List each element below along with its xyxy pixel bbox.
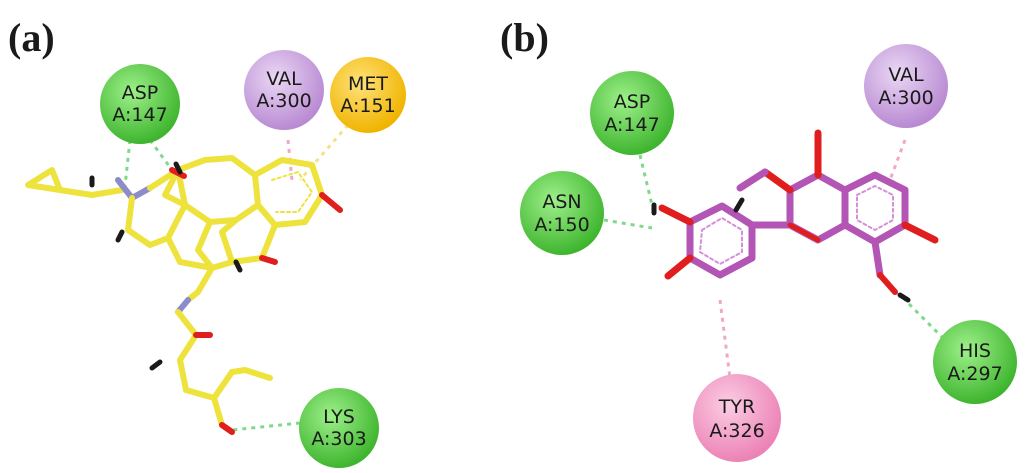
- residue-group: ASP A:147 VAL A:300 MET A:151 LYS A:303 …: [100, 44, 1017, 468]
- residue-name: ASN: [542, 191, 581, 213]
- residue-name: HIS: [959, 340, 991, 362]
- residue-a-val300[interactable]: VAL A:300: [244, 50, 324, 130]
- residue-b-asn150[interactable]: ASN A:150: [520, 171, 604, 255]
- residue-b-his297[interactable]: HIS A:297: [933, 320, 1017, 404]
- residue-name: VAL: [266, 68, 302, 90]
- hbond-line: [148, 139, 174, 171]
- residue-b-asp147[interactable]: ASP A:147: [590, 71, 674, 155]
- residue-a-lys303[interactable]: LYS A:303: [299, 388, 379, 468]
- residue-number: A:150: [534, 214, 589, 236]
- residue-number: A:147: [112, 104, 167, 126]
- residue-number: A:147: [604, 114, 659, 136]
- residue-b-val300[interactable]: VAL A:300: [864, 44, 948, 128]
- residue-number: A:326: [709, 420, 764, 442]
- hbond-line: [638, 154, 654, 206]
- residue-name: ASP: [122, 82, 159, 104]
- hydrophobic-line: [718, 299, 732, 379]
- hbond-line: [603, 218, 653, 230]
- residue-number: A:151: [340, 95, 395, 117]
- residue-a-asp147[interactable]: ASP A:147: [100, 64, 180, 144]
- ligand-a-structure: [25, 155, 343, 435]
- residue-name: LYS: [323, 406, 355, 428]
- residue-number: A:303: [311, 428, 366, 450]
- residue-number: A:300: [256, 90, 311, 112]
- panel-a-label: (a): [8, 15, 55, 60]
- hydrophobic-line: [888, 139, 907, 181]
- residue-name: VAL: [888, 64, 924, 86]
- residue-name: MET: [348, 73, 388, 95]
- residue-number: A:297: [947, 363, 1002, 385]
- ligand-b-structure: [651, 129, 939, 303]
- panel-b-label: (b): [500, 15, 549, 60]
- hbond-line: [231, 421, 301, 432]
- residue-name: ASP: [614, 91, 651, 113]
- residue-b-tyr326[interactable]: TYR A:326: [693, 374, 781, 462]
- hydrophobic-line: [298, 124, 350, 181]
- hbond-line: [123, 139, 132, 187]
- residue-name: TYR: [718, 396, 755, 418]
- residue-number: A:300: [878, 87, 933, 109]
- residue-a-met151[interactable]: MET A:151: [330, 57, 406, 133]
